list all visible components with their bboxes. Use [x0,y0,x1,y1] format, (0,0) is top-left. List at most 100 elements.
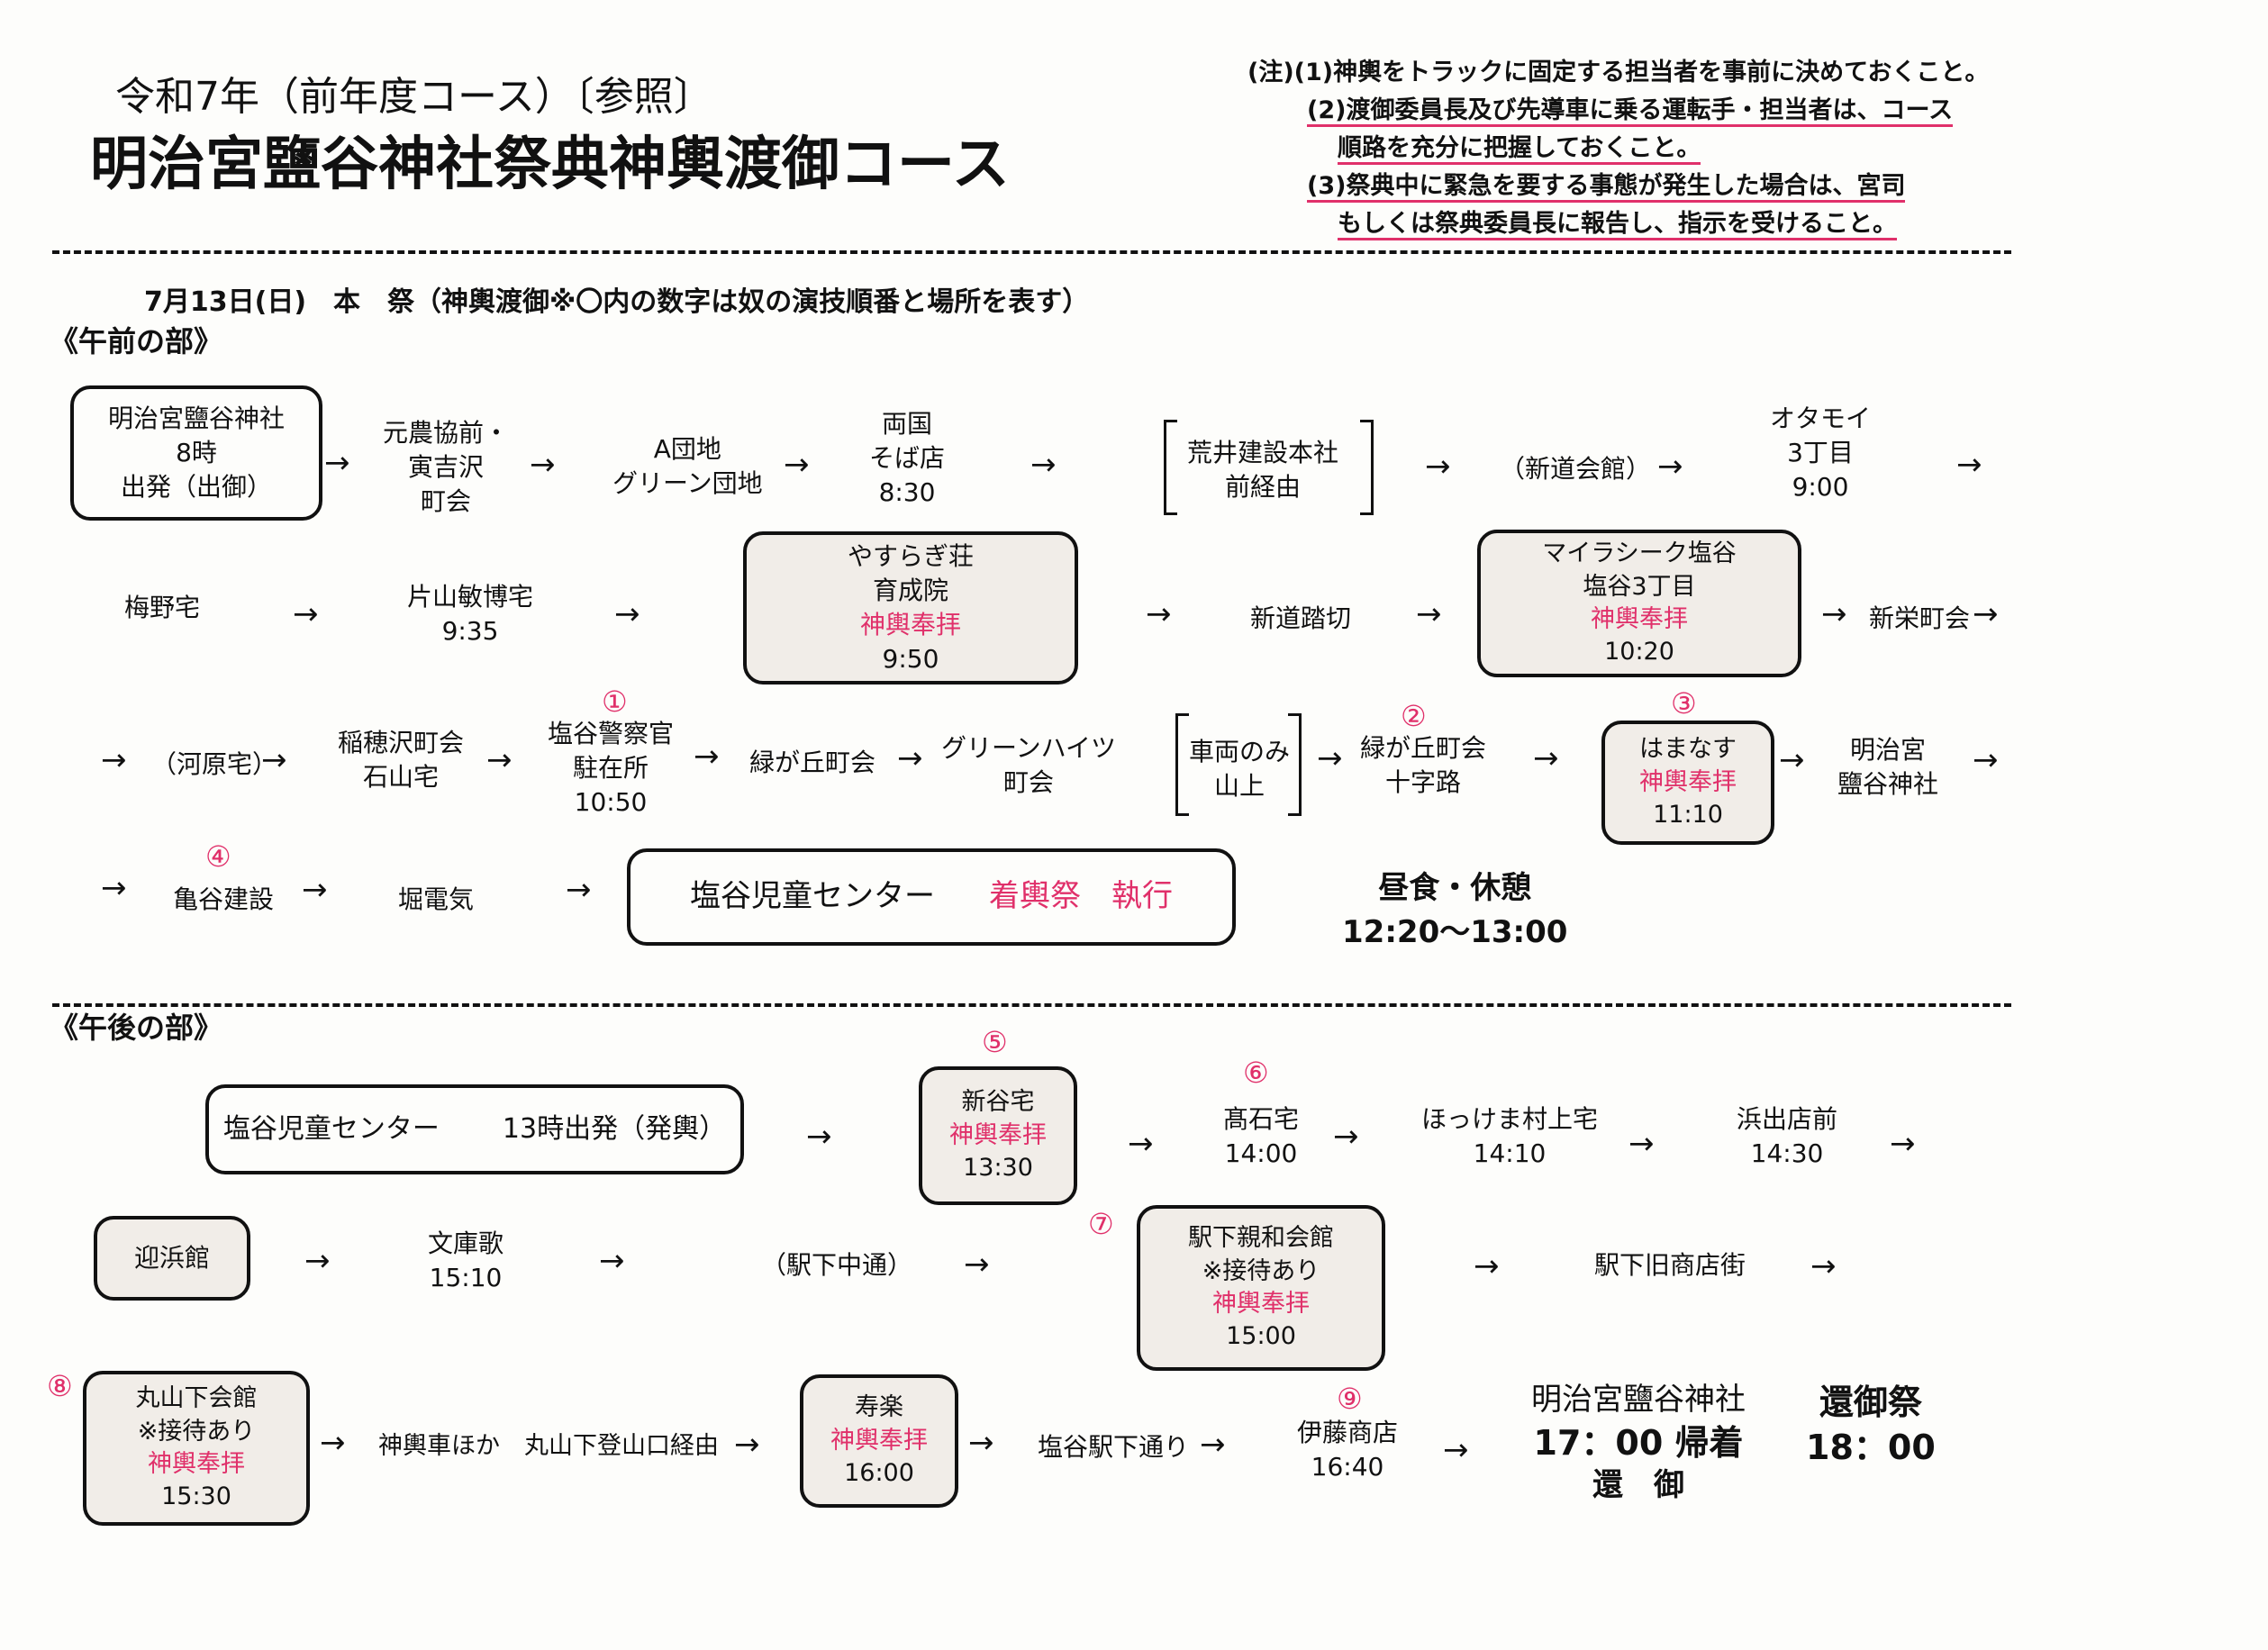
start-l1: 明治宮鹽谷神社 [107,403,285,434]
arrow: → [694,739,720,775]
stop-hori: 堀電気 [398,884,475,914]
arrow: → [968,1425,994,1461]
arrow: → [302,872,328,908]
stop-ekishita-old: 駅下旧商店街 [1594,1250,1746,1280]
end-shrine: 明治宮鹽谷神社 17：00 帰着 還 御 [1531,1382,1746,1504]
center-event: 着輿祭 執行 [989,878,1173,915]
note-3a: (3)祭典中に緊急を要する事態が発生した場合は、宮司 [1247,168,1989,205]
arrow: → [897,740,923,776]
number-badge: ⑥ [1243,1056,1269,1090]
number-badge: ③ [1671,686,1697,721]
stop-shindo-kaikan: （新道会館） [1500,454,1652,484]
stop-shindo-fumikiri: 新道踏切 [1250,603,1352,633]
arrow: → [566,872,592,908]
stop-motoNokyo: 元農協前・寅吉沢町会 [383,418,510,516]
arrow: → [293,596,319,632]
stop-arai: 荒井建設本社前経由 [1187,438,1339,502]
note-3b: もしくは祭典委員長に報告し、指示を受けること。 [1247,205,1989,243]
arrow: → [320,1425,346,1461]
number-badge: ② [1401,699,1427,733]
bracket-right [1360,420,1374,515]
arrow: → [1200,1427,1226,1463]
arrow: → [486,742,513,778]
note-2a: (2)渡御委員長及び先導車に乗る運転手・担当者は、コース [1247,92,1989,130]
arrow: → [1416,596,1442,632]
arrow: → [101,742,127,778]
arrow: → [964,1247,990,1283]
arrow: → [1030,447,1057,483]
notes: (注)(1)神輿をトラックに固定する担当者を事前に決めておくこと。 (2)渡御委… [1247,54,1989,243]
center-box: 塩谷児童センター 着輿祭 執行 [627,848,1236,946]
arrow: → [614,596,640,632]
divider-mid [52,1003,2011,1007]
arrow: → [1956,447,1982,483]
arrow: → [530,447,556,483]
arrow: → [784,447,810,483]
arrow: → [1443,1432,1469,1468]
number-badge: ⑦ [1088,1207,1114,1241]
arrow: → [1973,742,1999,778]
stop-meijigu: 明治宮鹽谷神社 [1837,735,1939,799]
arrow: → [1146,596,1172,632]
geihinkan-box: 迎浜館 [94,1216,250,1301]
number-badge: ⑨ [1337,1382,1363,1416]
note-2b: 順路を充分に把握しておくこと。 [1247,130,1989,168]
stop-green-heights: グリーンハイツ町会 [941,733,1117,797]
arrow: → [324,445,350,481]
morning-heading: 《午前の部》 [50,324,223,358]
arrow: → [1333,1119,1359,1155]
arrow: → [1628,1126,1655,1162]
arrow: → [304,1243,331,1279]
stop-mikoshi-route: 神輿車ほか 丸山下登山口経由 [378,1432,719,1460]
stop-kawahara: （河原宅） [151,749,278,779]
note-1: (注)(1)神輿をトラックに固定する担当者を事前に決めておくこと。 [1247,59,1990,86]
date-line: 7月13日(日) 本 祭（神輿渡御※〇内の数字は奴の演技順番と場所を表す） [144,286,1090,318]
arrow: → [1810,1248,1837,1284]
arrow: → [1973,596,1999,632]
page-title: 明治宮鹽谷神社祭典神輿渡御コース [90,131,1010,198]
arrow: → [806,1119,832,1155]
afternoon-heading: 《午後の部》 [50,1011,223,1045]
stop-a-danchi: A団地グリーン団地 [612,434,763,498]
number-badge: ⑧ [47,1369,73,1403]
bracket-left [1164,420,1177,515]
stop-ekishita-dori: 塩谷駅下通り [1038,1432,1190,1462]
arrow: → [1425,449,1451,485]
arrow: → [1317,740,1343,776]
arrow: → [1474,1248,1500,1284]
arrow: → [261,742,287,778]
center-name: 塩谷児童センター [690,878,935,915]
stop-midorigaoka: 緑が丘町会 [749,748,876,777]
stop-shinei: 新栄町会 [1869,603,1971,633]
stop-kametani: 亀谷建設 [173,884,275,914]
subtitle: 令和7年（前年度コース）〔参照〕 [115,74,713,120]
number-badge: ④ [205,839,231,874]
stop-inaho: 稲穂沢町会石山宅 [338,728,465,792]
stop-ekishita-naka: （駅下中通） [761,1250,913,1280]
arrow: → [1890,1126,1916,1162]
bracket-right [1288,713,1302,816]
number-badge: ⑤ [982,1025,1008,1059]
arrow: → [101,870,127,906]
arrow: → [1821,596,1847,632]
start-l3: 出発（出御） [120,471,272,502]
stop-sharyo: 車両のみ山上 [1189,737,1291,801]
stop-midorigaoka-cross: 緑が丘町会十字路 [1360,733,1487,797]
